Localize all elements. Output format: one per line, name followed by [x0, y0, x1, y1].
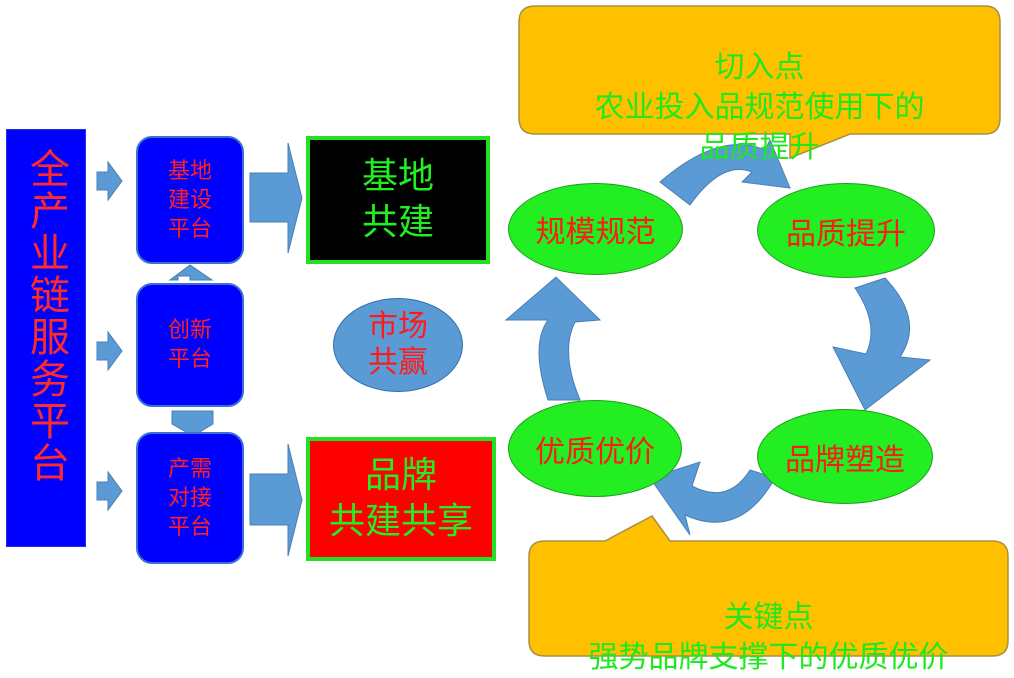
brand-co-construction-label: 品牌 共建共享 [328, 455, 473, 542]
full-chain-platform-bar: 全产业链服务平台 [6, 129, 86, 547]
cycle-node-price: 优质优价 [508, 400, 682, 497]
callout-top-label: 切入点 农业投入品规范使用下的 品质提升 [594, 50, 925, 165]
cycle-arrow-bottom [649, 461, 776, 536]
cycle-node-brand-label: 品牌塑造 [785, 442, 905, 478]
full-chain-platform-label: 全产业链服务平台 [23, 148, 69, 484]
cycle-node-brand: 品牌塑造 [757, 409, 933, 504]
up-arrow [168, 264, 214, 281]
brand-co-construction-box: 品牌 共建共享 [306, 437, 496, 561]
bar-arrow-2 [96, 330, 123, 372]
bar-arrow-3 [96, 470, 123, 512]
cycle-arrow-left [504, 276, 602, 401]
market-win-oval: 市场 共赢 [333, 298, 463, 392]
base-co-construction-label: 基地 共建 [361, 156, 434, 243]
supply-demand-platform: 产需 对接 平台 [136, 432, 244, 564]
bar-arrow-1 [96, 160, 123, 202]
innovation-platform: 创新 平台 [136, 283, 244, 407]
cycle-node-quality-label: 品质提升 [786, 216, 906, 252]
cycle-arrow-right [832, 277, 932, 411]
cycle-node-quality: 品质提升 [757, 183, 935, 278]
market-win-label: 市场 共赢 [368, 309, 428, 380]
cycle-node-scale: 规模规范 [508, 183, 683, 275]
base-co-construction-box: 基地 共建 [306, 136, 490, 264]
callout-top-shape [518, 5, 1001, 160]
big-arrow-top [249, 142, 303, 254]
supply-demand-platform-label: 产需 对接 平台 [167, 456, 212, 540]
diagram-shapes [96, 5, 1009, 657]
callout-bottom-text: 关键点 强势品牌支撑下的优质优价 [529, 558, 1008, 678]
base-construction-platform-label: 基地 建设 平台 [167, 158, 212, 242]
big-arrow-bottom [249, 443, 303, 557]
innovation-platform-label: 创新 平台 [167, 318, 212, 372]
cycle-node-scale-label: 规模规范 [535, 215, 656, 250]
callout-bottom-label: 关键点 强势品牌支撑下的优质优价 [588, 600, 949, 675]
callout-bottom-shape [528, 515, 1009, 657]
base-construction-platform: 基地 建设 平台 [136, 136, 244, 264]
down-arrow [171, 410, 214, 437]
cycle-arrow-top [659, 138, 791, 206]
callout-top-text: 切入点 农业投入品规范使用下的 品质提升 [519, 8, 1000, 168]
cycle-node-price-label: 优质优价 [535, 434, 655, 470]
